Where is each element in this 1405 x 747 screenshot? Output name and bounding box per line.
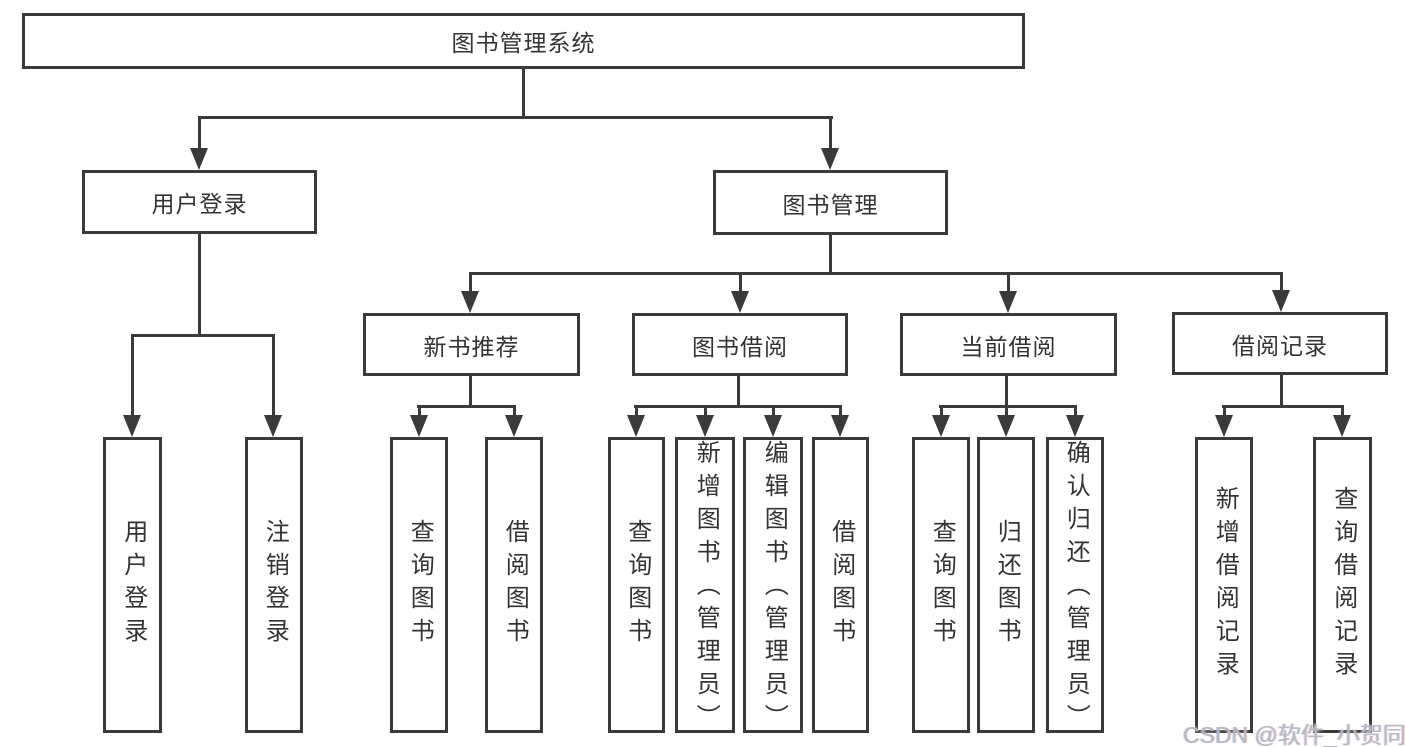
connector-root-stem bbox=[522, 69, 525, 118]
connector-drop-c3 bbox=[772, 405, 775, 417]
connector-userlogin-hbar bbox=[131, 334, 275, 337]
node-user-login-label: 用户登录 bbox=[151, 191, 248, 217]
leaf-query-book-borrow: 查询图书 bbox=[608, 437, 665, 733]
leaf-borrow-book-recommend: 借阅图书 bbox=[485, 437, 543, 733]
arrowhead-user-login bbox=[190, 148, 208, 170]
leaf-add-borrow-record: 新增借阅记录 bbox=[1195, 437, 1253, 733]
node-book-management: 图书管理 bbox=[713, 170, 948, 235]
node-new-book-recommend-label: 新书推荐 bbox=[423, 333, 520, 360]
arrowhead-book-management bbox=[821, 148, 839, 170]
leaf-add-borrow-record-label: 新增借阅记录 bbox=[1211, 486, 1239, 684]
leaf-return-book-label: 归还图书 bbox=[993, 519, 1021, 651]
connector-drop-d2 bbox=[1005, 405, 1008, 417]
connector-drop-user-login bbox=[198, 116, 201, 150]
node-current-borrow: 当前借阅 bbox=[900, 313, 1117, 376]
connector-root-hbar bbox=[198, 116, 833, 119]
connector-drop-e1 bbox=[1223, 405, 1226, 417]
connector-userlogin-stem bbox=[198, 232, 201, 336]
connector-drop-c4 bbox=[839, 405, 842, 417]
arrowhead-borrow bbox=[731, 291, 749, 313]
arrowhead-d3 bbox=[1066, 415, 1084, 437]
node-book-management-label: 图书管理 bbox=[782, 191, 879, 218]
connector-drop-d1 bbox=[940, 405, 943, 417]
arrowhead-leaf-userlogin bbox=[123, 415, 141, 437]
connector-drop-borrow bbox=[739, 272, 742, 293]
arrowhead-c4 bbox=[831, 415, 849, 437]
connector-recommend-stem bbox=[469, 374, 472, 407]
leaf-return-book: 归还图书 bbox=[977, 437, 1035, 733]
connector-current-hbar bbox=[939, 405, 1077, 408]
arrowhead-recommend bbox=[461, 291, 479, 313]
connector-record-stem bbox=[1280, 373, 1283, 407]
connector-current-stem bbox=[1005, 374, 1008, 407]
arrowhead-d1 bbox=[932, 415, 950, 437]
leaf-add-book-admin-label: 新增图书（管理员） bbox=[692, 440, 720, 737]
connector-recommend-hbar bbox=[417, 405, 516, 408]
leaf-confirm-return-admin-label: 确认归还（管理员） bbox=[1062, 440, 1090, 737]
leaf-borrow-book-label: 借阅图书 bbox=[827, 519, 855, 651]
leaf-query-book-borrow-label: 查询图书 bbox=[623, 519, 651, 651]
arrowhead-leaf-logout bbox=[264, 415, 282, 437]
leaf-query-book-current: 查询图书 bbox=[912, 437, 970, 733]
leaf-query-book-current-label: 查询图书 bbox=[928, 519, 956, 651]
arrowhead-c3 bbox=[764, 415, 782, 437]
leaf-user-login: 用户登录 bbox=[103, 437, 162, 733]
leaf-confirm-return-admin: 确认归还（管理员） bbox=[1046, 437, 1104, 737]
node-new-book-recommend: 新书推荐 bbox=[363, 313, 580, 376]
connector-bookmgmt-hbar bbox=[469, 272, 1282, 275]
leaf-edit-book-admin-label: 编辑图书（管理员） bbox=[760, 440, 788, 737]
arrowhead-b1 bbox=[410, 415, 428, 437]
node-book-borrow-label: 图书借阅 bbox=[692, 333, 788, 360]
connector-drop-d3 bbox=[1074, 405, 1077, 417]
arrowhead-e1 bbox=[1215, 415, 1233, 437]
leaf-edit-book-admin: 编辑图书（管理员） bbox=[743, 437, 803, 737]
leaf-borrow-book: 借阅图书 bbox=[812, 437, 869, 733]
connector-drop-leaf-logout bbox=[272, 334, 275, 417]
connector-bookmgmt-stem bbox=[829, 233, 832, 274]
csdn-watermark: CSDN @软件_小贺同学 bbox=[1183, 722, 1405, 747]
connector-drop-book-management bbox=[829, 116, 832, 150]
leaf-query-borrow-record: 查询借阅记录 bbox=[1313, 437, 1372, 733]
leaf-logout: 注销登录 bbox=[245, 437, 303, 733]
connector-drop-recommend bbox=[469, 272, 472, 293]
leaf-query-book-recommend: 查询图书 bbox=[390, 437, 448, 733]
arrowhead-d2 bbox=[997, 415, 1015, 437]
connector-drop-c1 bbox=[635, 405, 638, 417]
leaf-add-book-admin: 新增图书（管理员） bbox=[675, 437, 735, 737]
leaf-query-borrow-record-label: 查询借阅记录 bbox=[1329, 486, 1357, 684]
connector-record-hbar bbox=[1222, 405, 1344, 408]
connector-borrow-stem bbox=[737, 374, 740, 407]
connector-drop-leaf-userlogin bbox=[131, 334, 134, 417]
arrowhead-current bbox=[999, 291, 1017, 313]
node-user-login: 用户登录 bbox=[82, 170, 317, 234]
leaf-logout-label: 注销登录 bbox=[261, 519, 289, 651]
connector-drop-record bbox=[1280, 272, 1283, 292]
arrowhead-b2 bbox=[505, 415, 523, 437]
connector-drop-current bbox=[1007, 272, 1010, 293]
node-borrow-record-label: 借阅记录 bbox=[1232, 332, 1328, 359]
arrowhead-c2 bbox=[696, 415, 714, 437]
leaf-query-book-recommend-label: 查询图书 bbox=[406, 519, 434, 651]
connector-drop-c2 bbox=[704, 405, 707, 417]
node-borrow-record: 借阅记录 bbox=[1172, 312, 1388, 375]
node-root-label: 图书管理系统 bbox=[451, 30, 596, 56]
arrowhead-record bbox=[1272, 290, 1290, 312]
connector-drop-e2 bbox=[1341, 405, 1344, 417]
connector-borrow-hbar bbox=[634, 405, 842, 408]
arrowhead-e2 bbox=[1333, 415, 1351, 437]
node-root: 图书管理系统 bbox=[22, 13, 1025, 69]
arrowhead-c1 bbox=[627, 415, 645, 437]
node-current-borrow-label: 当前借阅 bbox=[960, 333, 1057, 360]
node-book-borrow: 图书借阅 bbox=[632, 313, 848, 376]
connector-drop-b2 bbox=[513, 405, 516, 417]
leaf-borrow-book-recommend-label: 借阅图书 bbox=[501, 519, 529, 651]
connector-drop-b1 bbox=[418, 405, 421, 417]
leaf-user-login-label: 用户登录 bbox=[119, 519, 147, 651]
